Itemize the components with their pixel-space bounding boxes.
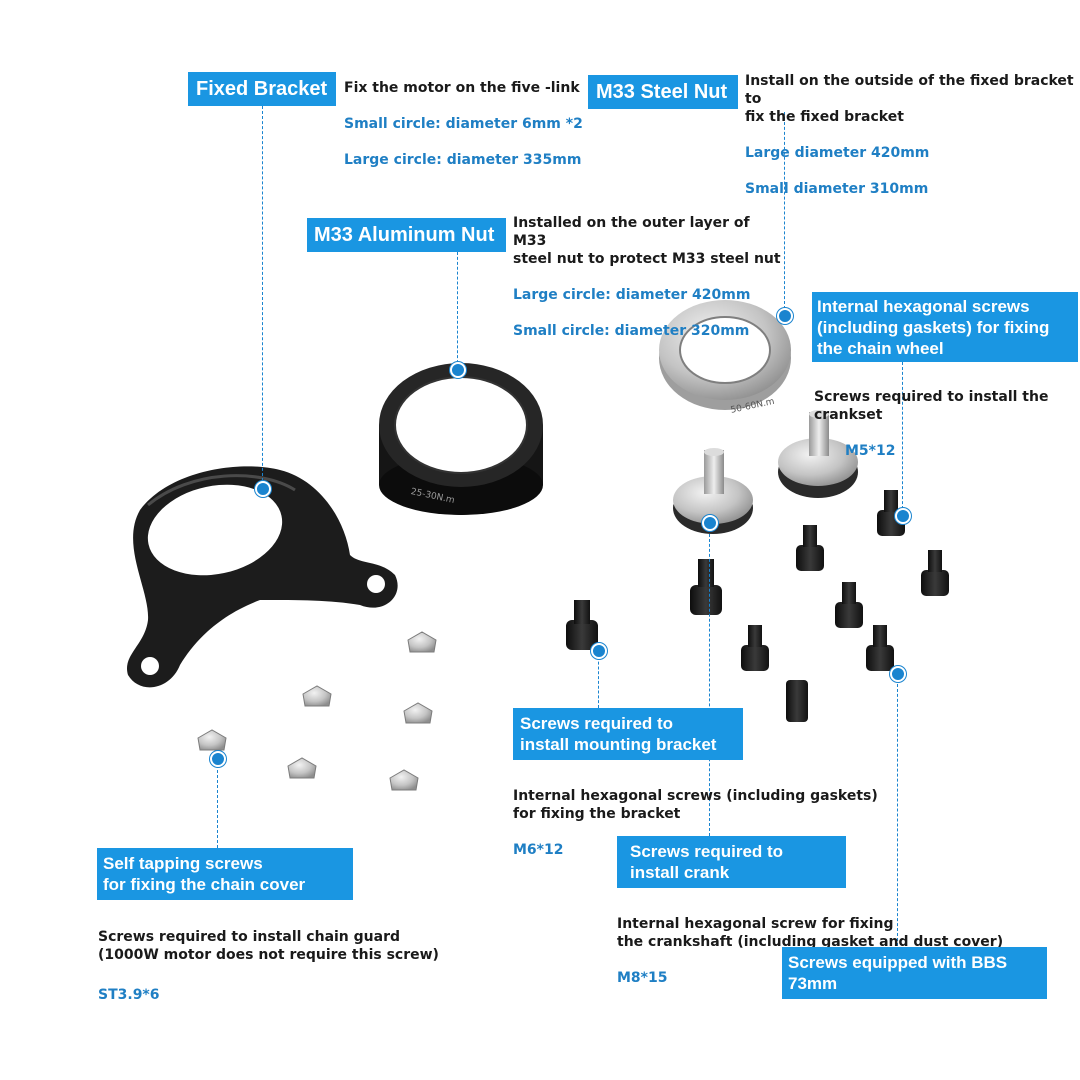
chain-wheel-screws-note: Screws required to install the crankset …	[814, 370, 1064, 478]
m33-steel-nut-part: 50-60N.m	[659, 300, 791, 416]
chain-cover-screws-spec: ST3.9*6	[98, 987, 160, 1003]
mounting-bracket-screws-tag: Screws required to install mounting brac…	[513, 708, 743, 760]
black-hex-screws	[566, 490, 949, 722]
leader-aluminum-nut	[457, 252, 458, 368]
fixed-bracket-tag: Fixed Bracket	[188, 72, 336, 106]
fixed-bracket-spec-1: Small circle: diameter 6mm *2	[344, 116, 583, 132]
leader-bbs	[897, 674, 898, 946]
fixed-bracket-part	[127, 466, 398, 688]
m33-steel-nut-desc: Install on the outside of the fixed brac…	[745, 73, 1074, 125]
dot-aluminum-nut	[450, 362, 466, 378]
dot-crank	[702, 515, 718, 531]
crank-screw-part-2	[778, 410, 858, 498]
leader-fixed-bracket	[262, 106, 263, 486]
mounting-bracket-screws-desc: Internal hexagonal screws (including gas…	[513, 788, 878, 822]
m33-aluminum-nut-tag: M33 Aluminum Nut	[307, 218, 506, 252]
dot-chain-wheel	[895, 508, 911, 524]
leader-steel-nut	[784, 112, 785, 314]
chain-wheel-screws-desc: Screws required to install the crankset	[814, 389, 1049, 423]
fixed-bracket-note: Fix the motor on the five -link Small ci…	[344, 61, 584, 187]
chain-cover-screws-note: Screws required to install chain guard (…	[98, 910, 478, 1022]
bbs-screws-tag: Screws equipped with BBS 73mm	[782, 947, 1047, 999]
mounting-bracket-screws-note: Internal hexagonal screws (including gas…	[513, 769, 883, 877]
fixed-bracket-spec-2: Large circle: diameter 335mm	[344, 152, 582, 168]
dot-bbs	[890, 666, 906, 682]
crank-screws-spec: M8*15	[617, 970, 668, 986]
m33-steel-nut-spec-2: Small diameter 310mm	[745, 181, 929, 197]
m33-steel-nut-tag: M33 Steel Nut	[588, 75, 738, 109]
m33-steel-nut-spec-1: Large diameter 420mm	[745, 145, 930, 161]
m33-steel-nut-note: Install on the outside of the fixed brac…	[745, 54, 1080, 216]
crank-screw-part-1	[673, 448, 753, 534]
dot-chain-cover	[210, 751, 226, 767]
fixed-bracket-desc: Fix the motor on the five -link	[344, 80, 580, 96]
m33-aluminum-nut-part: 25-30N.m	[379, 363, 543, 515]
dot-steel-nut	[777, 308, 793, 324]
m33-aluminum-nut-desc: Installed on the outer layer of M33 stee…	[513, 215, 781, 267]
dot-mounting-bracket	[591, 643, 607, 659]
crank-screws-note: Internal hexagonal screw for fixing the …	[617, 897, 1017, 1005]
leader-chain-wheel	[902, 362, 903, 514]
chain-wheel-screws-tag: Internal hexagonal screws (including gas…	[812, 292, 1078, 362]
dot-fixed-bracket	[255, 481, 271, 497]
leader-chain-cover	[217, 760, 218, 848]
m33-aluminum-nut-spec-1: Large circle: diameter 420mm	[513, 287, 751, 303]
crank-screws-tag: Screws required to install crank	[617, 836, 846, 888]
chain-cover-screws-tag: Self tapping screws for fixing the chain…	[97, 848, 353, 900]
m33-aluminum-nut-spec-2: Small circle: diameter 320mm	[513, 323, 750, 339]
chain-wheel-screws-spec: M5*12	[845, 443, 896, 459]
chain-cover-screws-desc: Screws required to install chain guard (…	[98, 929, 439, 963]
self-tapping-screws	[197, 631, 437, 791]
crank-screws-desc: Internal hexagonal screw for fixing the …	[617, 916, 1004, 950]
leader-mounting-bracket	[598, 652, 599, 708]
m33-aluminum-nut-note: Installed on the outer layer of M33 stee…	[513, 196, 783, 358]
mounting-bracket-screws-spec: M6*12	[513, 842, 564, 858]
leader-crank	[709, 524, 710, 836]
